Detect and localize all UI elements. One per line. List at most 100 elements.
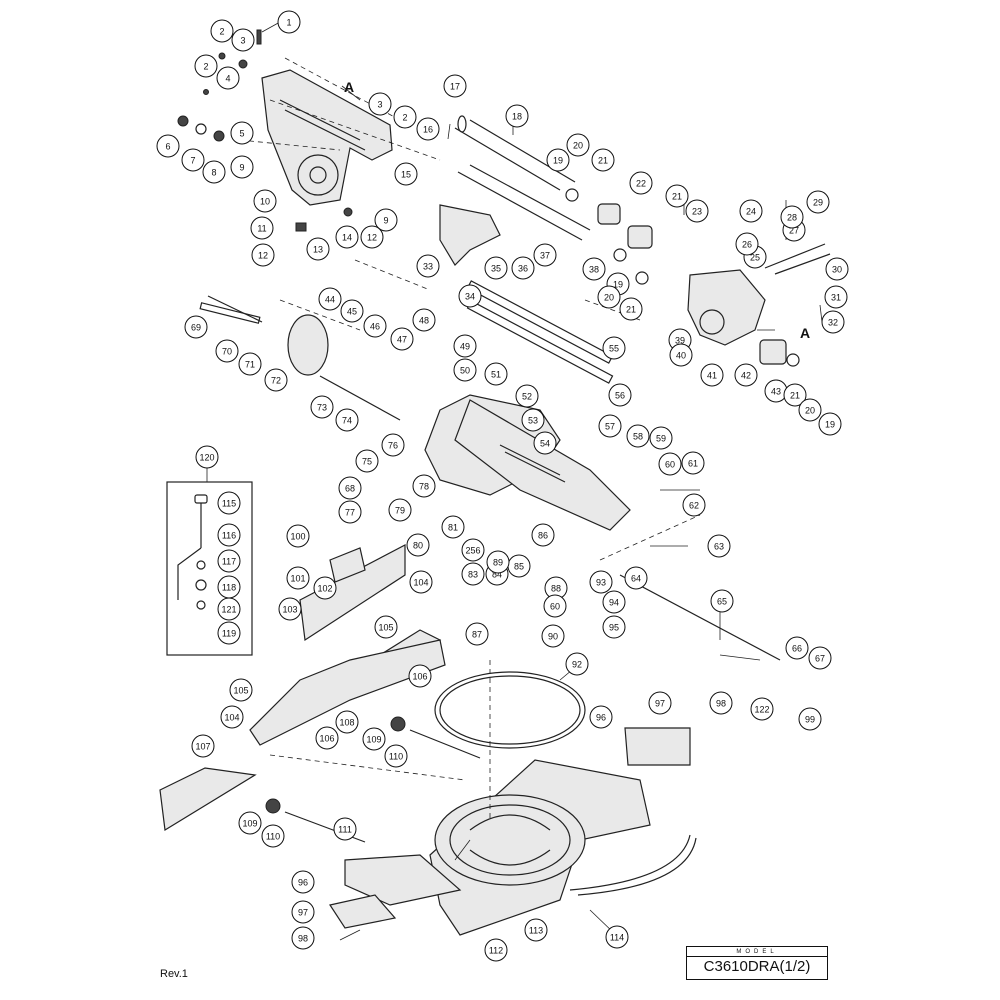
callout-circle bbox=[363, 314, 387, 338]
part-callout-11: 11 bbox=[250, 216, 274, 240]
callout-circle bbox=[626, 424, 650, 448]
part-callout-26: 26 bbox=[735, 232, 759, 256]
callout-number: 27 bbox=[789, 226, 799, 236]
callout-number: 3 bbox=[240, 36, 245, 46]
callout-number: 41 bbox=[707, 371, 717, 381]
callout-circle bbox=[605, 925, 629, 949]
callout-number: 56 bbox=[615, 391, 625, 401]
callout-number: 81 bbox=[448, 523, 458, 533]
part-callout-61: 61 bbox=[681, 451, 705, 475]
callout-circle bbox=[780, 205, 804, 229]
callout-circle bbox=[598, 414, 622, 438]
callout-number: 19 bbox=[825, 420, 835, 430]
callout-number: 34 bbox=[465, 292, 475, 302]
callout-number: 78 bbox=[419, 482, 429, 492]
part-callout-71: 71 bbox=[238, 352, 262, 376]
callout-number: 53 bbox=[528, 416, 538, 426]
part-callout-19: 19 bbox=[818, 412, 842, 436]
callout-number: 39 bbox=[675, 336, 685, 346]
part-callout-102: 102 bbox=[313, 576, 337, 600]
part-callout-77: 77 bbox=[338, 500, 362, 524]
callout-number: 77 bbox=[345, 508, 355, 518]
callout-number: 65 bbox=[717, 597, 727, 607]
part-callout-13: 13 bbox=[306, 237, 330, 261]
callout-number: 94 bbox=[609, 598, 619, 608]
callout-circle bbox=[441, 515, 465, 539]
callout-number: 256 bbox=[465, 546, 480, 556]
part-callout-119: 119 bbox=[217, 621, 241, 645]
callout-number: 110 bbox=[266, 832, 280, 842]
callout-circle bbox=[707, 534, 731, 558]
part-callout-109: 109 bbox=[238, 811, 262, 835]
part-callout-60: 60 bbox=[658, 452, 682, 476]
callout-number: 114 bbox=[610, 933, 624, 943]
part-callout-78: 78 bbox=[412, 474, 436, 498]
part-callout-9: 9 bbox=[374, 208, 398, 232]
callout-number: 61 bbox=[688, 459, 698, 469]
part-callout-98: 98 bbox=[709, 691, 733, 715]
part-callout-111: 111 bbox=[333, 817, 357, 841]
callout-circle bbox=[231, 28, 255, 52]
part-callout-99: 99 bbox=[798, 707, 822, 731]
callout-number: 120 bbox=[199, 453, 214, 463]
callout-circle bbox=[217, 491, 241, 515]
callout-number: 86 bbox=[538, 531, 548, 541]
callout-number: 106 bbox=[319, 734, 334, 744]
callout-circle bbox=[734, 363, 758, 387]
callout-circle bbox=[374, 615, 398, 639]
part-callout-106: 106 bbox=[315, 726, 339, 750]
part-callout-54: 54 bbox=[533, 431, 557, 455]
part-callout-58: 58 bbox=[626, 424, 650, 448]
part-callout-15: 15 bbox=[394, 162, 418, 186]
part-callout-2: 2 bbox=[210, 19, 234, 43]
callout-number: 40 bbox=[676, 351, 686, 361]
callout-number: 54 bbox=[540, 439, 550, 449]
title-block: MODEL C3610DRA(1/2) bbox=[686, 946, 828, 980]
callout-number: 59 bbox=[656, 434, 666, 444]
gear-case-bore bbox=[297, 154, 339, 196]
callout-circle bbox=[156, 134, 180, 158]
callout-circle bbox=[230, 121, 254, 145]
callout-circle bbox=[315, 726, 339, 750]
callout-number: 99 bbox=[805, 715, 815, 725]
callout-number: 109 bbox=[242, 819, 257, 829]
callout-circle bbox=[665, 184, 689, 208]
callout-number: 33 bbox=[423, 262, 433, 272]
callout-number: 90 bbox=[548, 632, 558, 642]
callout-number: 108 bbox=[339, 718, 354, 728]
callout-circle bbox=[443, 74, 467, 98]
callout-circle bbox=[355, 449, 379, 473]
part-callout-8: 8 bbox=[202, 160, 226, 184]
callout-circle bbox=[313, 576, 337, 600]
part-callout-2: 2 bbox=[194, 54, 218, 78]
callout-circle bbox=[335, 225, 359, 249]
part-callout-12: 12 bbox=[251, 243, 275, 267]
callout-number: 42 bbox=[741, 371, 751, 381]
part-callout-86: 86 bbox=[531, 523, 555, 547]
part-callout-105: 105 bbox=[374, 615, 398, 639]
callout-circle bbox=[608, 383, 632, 407]
callout-circle bbox=[541, 624, 565, 648]
callout-number: 68 bbox=[345, 484, 355, 494]
callout-circle bbox=[412, 474, 436, 498]
callout-number: 74 bbox=[342, 416, 352, 426]
part-callout-81: 81 bbox=[441, 515, 465, 539]
part-callout-43: 43 bbox=[764, 379, 788, 403]
callout-circle bbox=[591, 148, 615, 172]
arm-body bbox=[454, 399, 631, 531]
callout-number: 118 bbox=[222, 583, 236, 593]
callout-circle bbox=[658, 452, 682, 476]
callout-circle bbox=[681, 451, 705, 475]
callout-number: 100 bbox=[290, 532, 305, 542]
part-callout-100: 100 bbox=[286, 524, 310, 548]
callout-number: 19 bbox=[553, 156, 563, 166]
part-callout-40: 40 bbox=[669, 343, 693, 367]
callout-number: 106 bbox=[412, 672, 427, 682]
callout-number: 117 bbox=[222, 557, 236, 567]
sub-fence bbox=[249, 639, 446, 746]
part-callout-89: 89 bbox=[486, 550, 510, 574]
part-callout-110: 110 bbox=[384, 744, 408, 768]
part-callout-67: 67 bbox=[808, 646, 832, 670]
callout-circle bbox=[338, 476, 362, 500]
callout-number: 24 bbox=[746, 207, 756, 217]
